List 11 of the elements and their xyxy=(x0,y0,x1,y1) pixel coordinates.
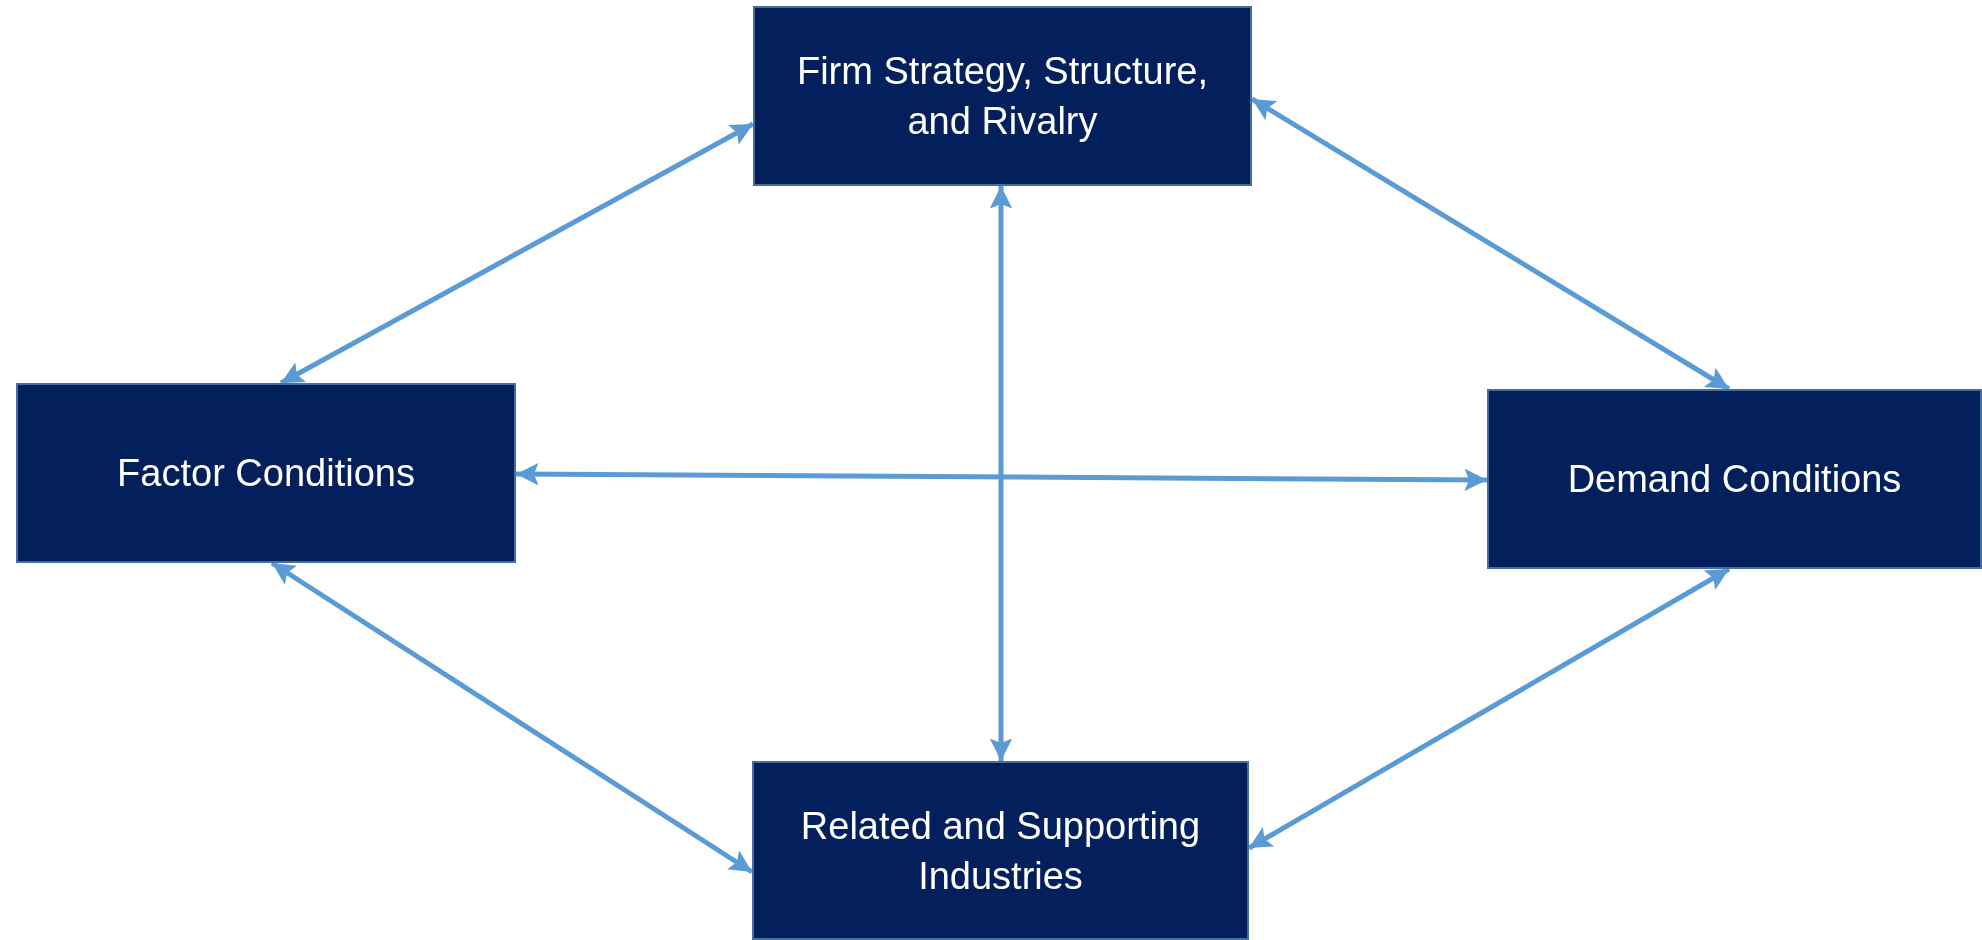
double-arrow xyxy=(989,186,1013,761)
box-label: Demand Conditions xyxy=(1567,457,1902,502)
double-arrow xyxy=(516,462,1487,492)
factor-box xyxy=(16,383,516,563)
double-arrow xyxy=(279,121,755,386)
box-label: Related and Supporting Industries xyxy=(799,803,1202,899)
box-label: Firm Strategy, Structure, and Rivalry xyxy=(795,49,1210,144)
factor-box xyxy=(753,6,1252,186)
box-label: Factor Conditions xyxy=(117,451,415,496)
factor-box xyxy=(1487,389,1982,569)
factor-box xyxy=(752,761,1249,940)
